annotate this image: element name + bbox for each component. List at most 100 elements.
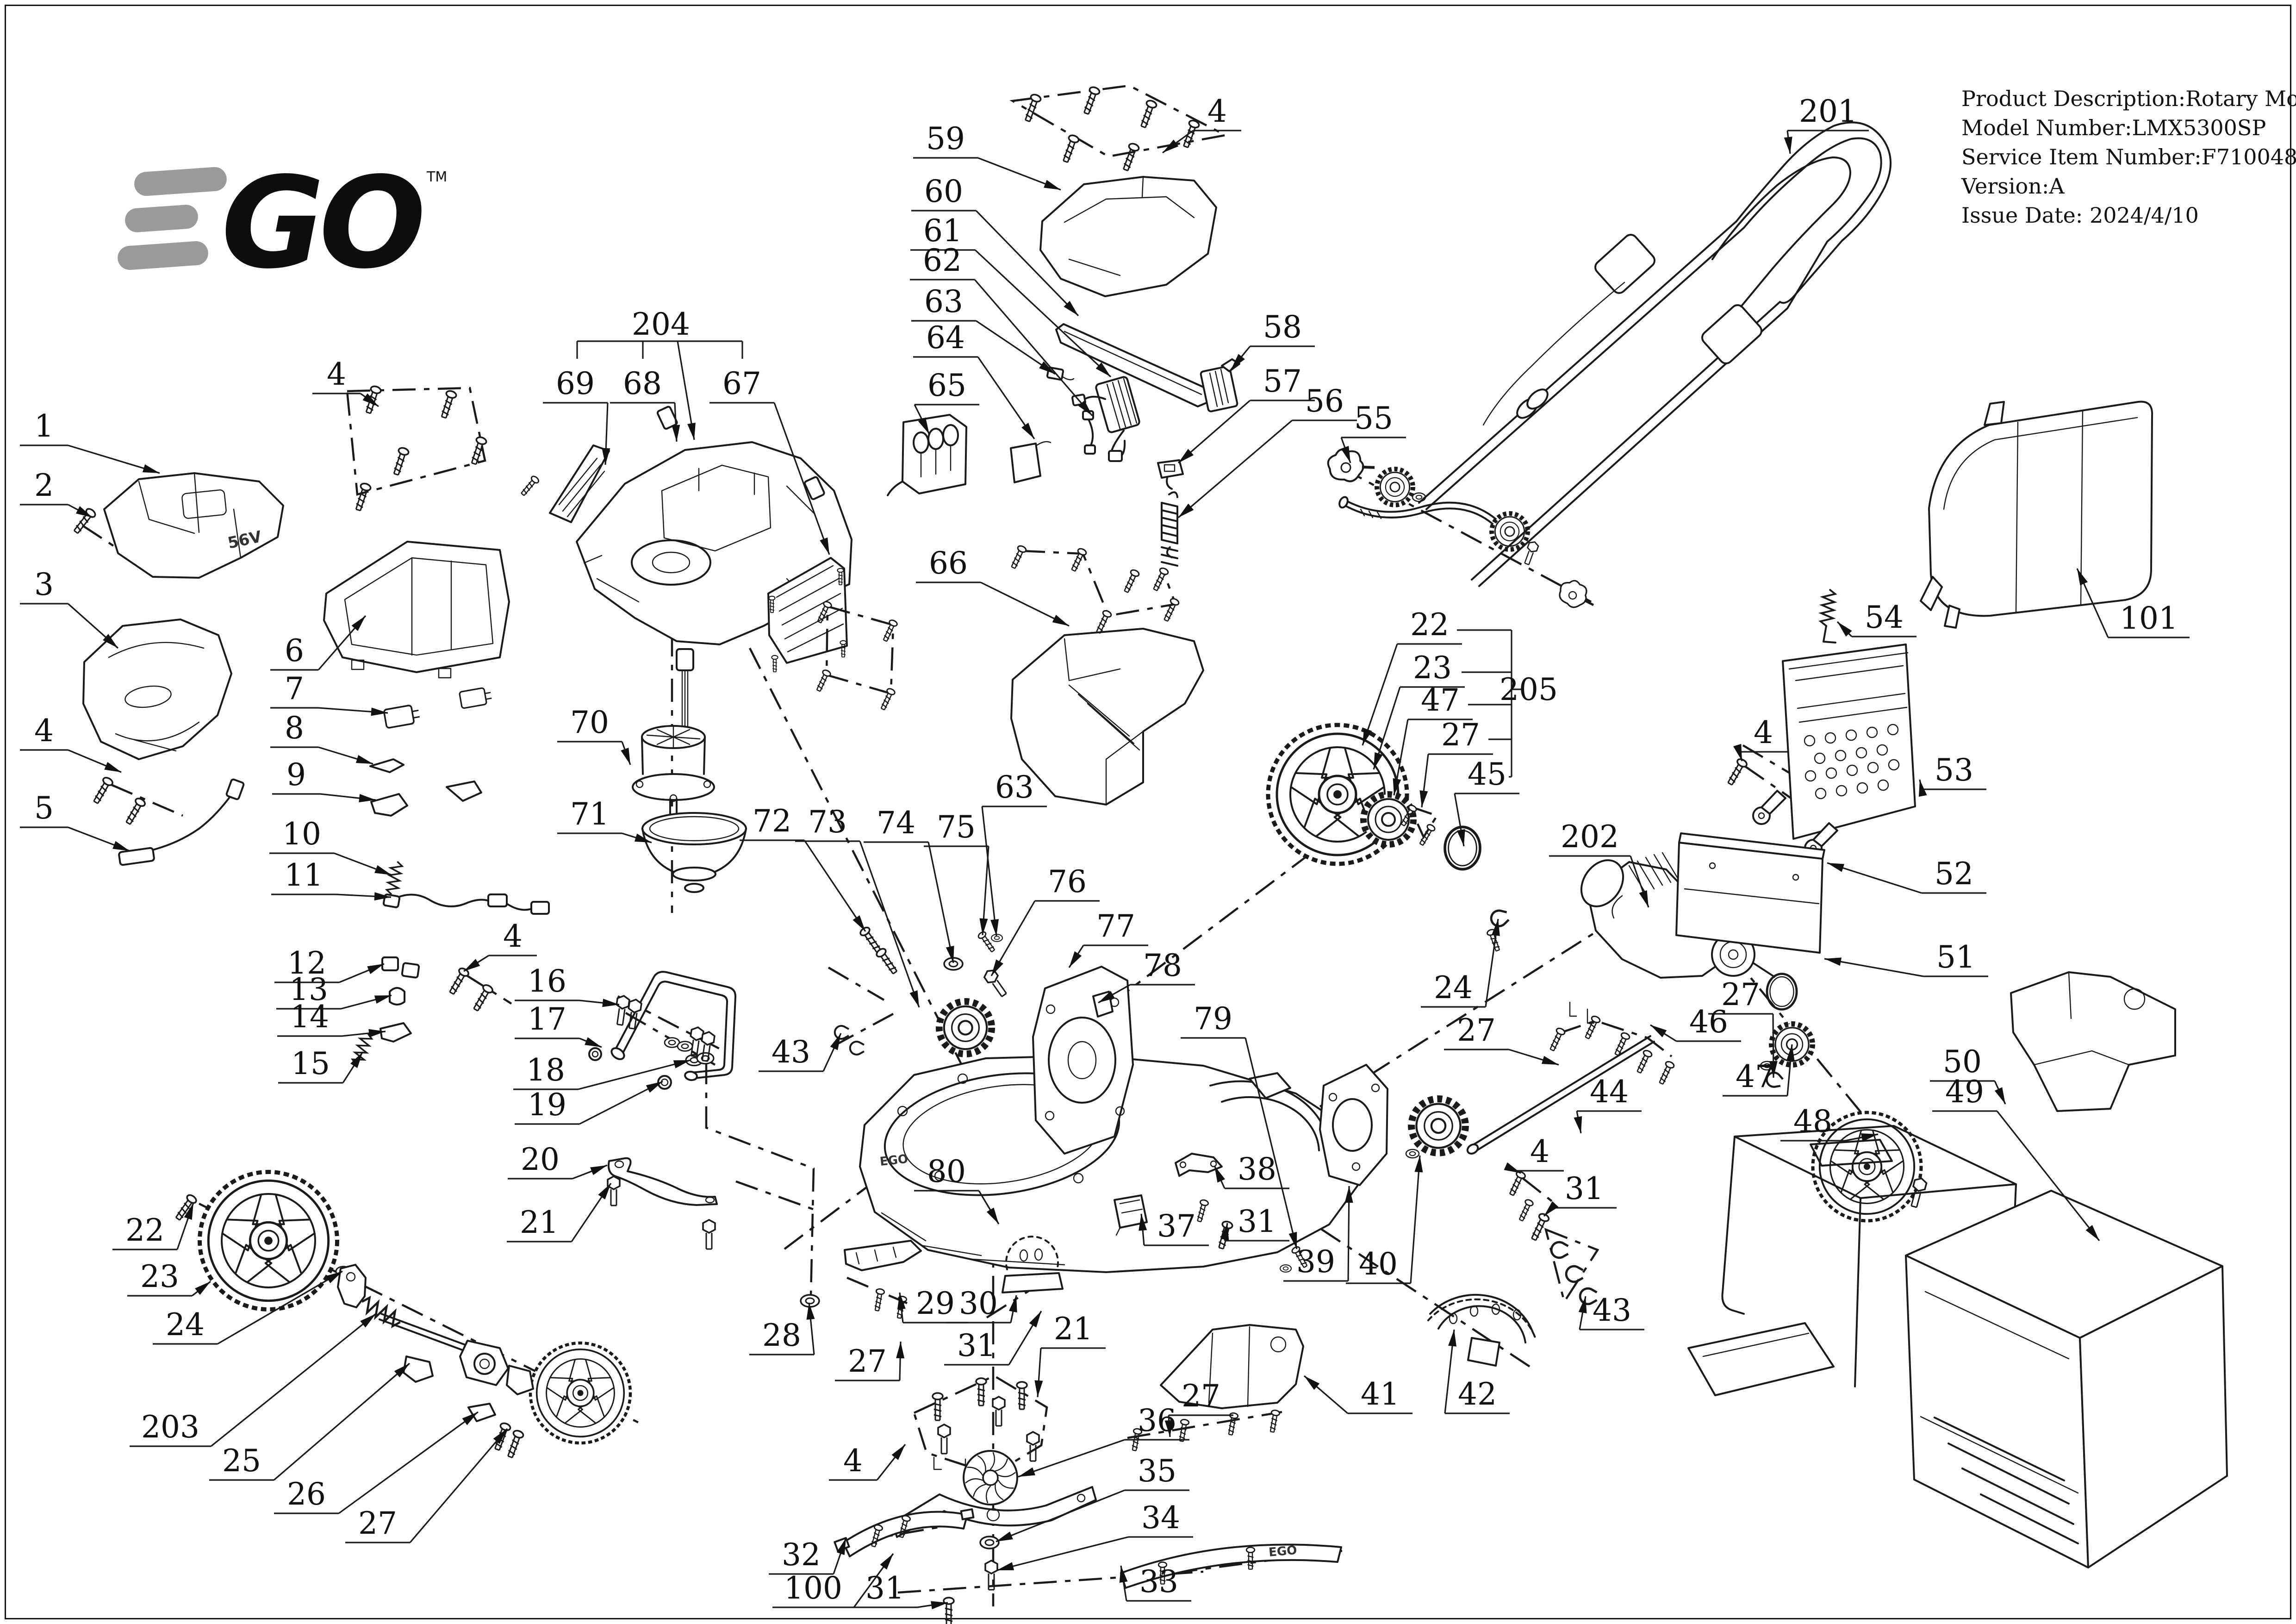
callout-34-42: 34 — [996, 1500, 1193, 1571]
callout-35-41: 35 — [996, 1453, 1189, 1543]
part-keeper-57 — [1157, 459, 1184, 490]
callout-number: 21 — [520, 1205, 559, 1240]
callout-number: 204 — [632, 306, 690, 342]
callout-number: 10 — [282, 816, 321, 852]
callout-2-1: 2 — [20, 468, 93, 518]
screw-22 — [173, 1193, 199, 1223]
callout-24-25: 24 — [153, 1270, 343, 1345]
part-left-grille-69 — [519, 444, 610, 523]
callout-number: 202 — [1561, 819, 1619, 855]
callout-101-83: 101 — [2076, 568, 2190, 638]
part-controller-61 — [1071, 376, 1140, 462]
callout-12-12: 12 — [274, 945, 385, 983]
part-fan-36 — [963, 1450, 1018, 1505]
callout-59-69: 59 — [913, 121, 1061, 191]
callout-number: 67 — [722, 366, 761, 401]
callout-68-54: 68 — [610, 366, 680, 442]
callout-75-61: 75 — [924, 809, 989, 936]
part-sprocket-74 — [939, 1001, 991, 1054]
part-rear-grille-53 — [1782, 643, 1916, 840]
callout-number: 73 — [808, 804, 847, 840]
callout-30-33: 30 — [946, 1286, 1017, 1324]
callout-27-91: 27 — [1444, 1012, 1559, 1066]
callout-15-15: 15 — [278, 1046, 364, 1084]
part-discharge-cover-101 — [1920, 400, 2153, 629]
callout-number: 60 — [924, 174, 963, 209]
part-battery-tray-6 — [323, 541, 510, 679]
callout-number: 22 — [1410, 607, 1449, 643]
screw-4a2 — [123, 796, 147, 827]
callout-number: 27 — [358, 1505, 397, 1541]
callout-number: 40 — [1359, 1246, 1398, 1282]
callout-55-81: 55 — [1340, 400, 1406, 463]
callout-4-103: 4 — [1504, 1134, 1564, 1174]
callout-73-59: 73 — [795, 804, 920, 1008]
callout-number: 76 — [1048, 864, 1087, 899]
part-transmission-202 — [1580, 852, 1775, 979]
callout-number: 4 — [843, 1443, 863, 1479]
callout-number: 13 — [289, 972, 328, 1007]
callout-number: 53 — [1935, 752, 1973, 788]
callout-17-18: 17 — [515, 1001, 602, 1048]
screw-4c — [446, 966, 471, 997]
callout-layer: 1234546789101112131415416171819202122232… — [20, 94, 2190, 1610]
part-spring-56 — [1161, 491, 1178, 567]
callout-28-30: 28 — [749, 1302, 815, 1355]
callout-number: 75 — [937, 809, 976, 845]
callout-number: 47 — [1421, 682, 1460, 718]
screw-2 — [71, 506, 98, 536]
callout-9-9: 9 — [272, 757, 376, 803]
callout-number: 15 — [291, 1046, 330, 1081]
callout-number: 4 — [503, 918, 523, 954]
callout-number: 77 — [1096, 908, 1135, 944]
part-rail-60 — [656, 323, 1210, 500]
callout-number: 201 — [1799, 94, 1857, 129]
callout-number: 19 — [528, 1087, 566, 1123]
callout-4-16: 4 — [463, 918, 537, 972]
callout-4-93: 4 — [1733, 715, 1787, 762]
callout-205-89: 205 — [1500, 672, 1558, 707]
logo-tm: TM — [426, 169, 447, 185]
callout-16-17: 16 — [515, 963, 620, 1007]
callout-54-94: 54 — [1836, 600, 1916, 637]
callout-number: 59 — [926, 121, 965, 156]
callout-43-105: 43 — [1578, 1293, 1644, 1330]
callout-number: 78 — [1143, 948, 1182, 983]
callout-65-75: 65 — [914, 368, 979, 435]
part-sector-gear-42 — [1427, 1293, 1537, 1367]
part-contact-block-65 — [887, 414, 967, 496]
callout-56-80: 56 — [1177, 383, 1357, 518]
callout-25-27: 25 — [209, 1362, 411, 1481]
callout-61-71: 61 — [910, 213, 1112, 378]
part-right-plate-39 — [1319, 1064, 1388, 1186]
callout-76-63: 76 — [990, 864, 1100, 976]
callout-number: 55 — [1354, 400, 1393, 436]
part-wire-harness-5 — [118, 778, 245, 866]
callout-37-44: 37 — [1139, 1208, 1209, 1246]
logo-go-text: GO — [221, 150, 423, 297]
part-cam-disc-left — [1377, 469, 1413, 505]
callout-number: 31 — [957, 1328, 996, 1363]
part-belt-cover-41 — [1160, 1324, 1304, 1409]
callout-number: 101 — [2120, 600, 2178, 636]
screw-set-4e — [1022, 85, 1201, 173]
callout-number: 68 — [623, 366, 662, 401]
callout-42-50: 42 — [1444, 1329, 1510, 1414]
callout-number: 12 — [287, 945, 326, 981]
part-bracket-29 — [844, 1240, 922, 1319]
callout-63-73: 63 — [911, 284, 1056, 375]
callout-51-97: 51 — [1824, 939, 1988, 977]
product-description: Product Description:Rotary Mower — [1961, 86, 2296, 111]
callout-46-100: 46 — [1650, 1004, 1741, 1042]
callout-number: 16 — [528, 963, 566, 999]
part-clamp-13 — [389, 987, 405, 1006]
callout-78-65: 78 — [1098, 948, 1195, 1004]
part-lower-handle-curve — [1338, 496, 1506, 533]
bolt-21b — [702, 1219, 716, 1250]
washer-cam — [1412, 492, 1426, 502]
callout-19-20: 19 — [515, 1081, 663, 1125]
callout-number: 5 — [34, 790, 54, 826]
model-number: Model Number:LMX5300SP — [1961, 115, 2266, 140]
part-height-lever-20 — [608, 1157, 718, 1206]
callout-27-29: 27 — [345, 1428, 508, 1543]
